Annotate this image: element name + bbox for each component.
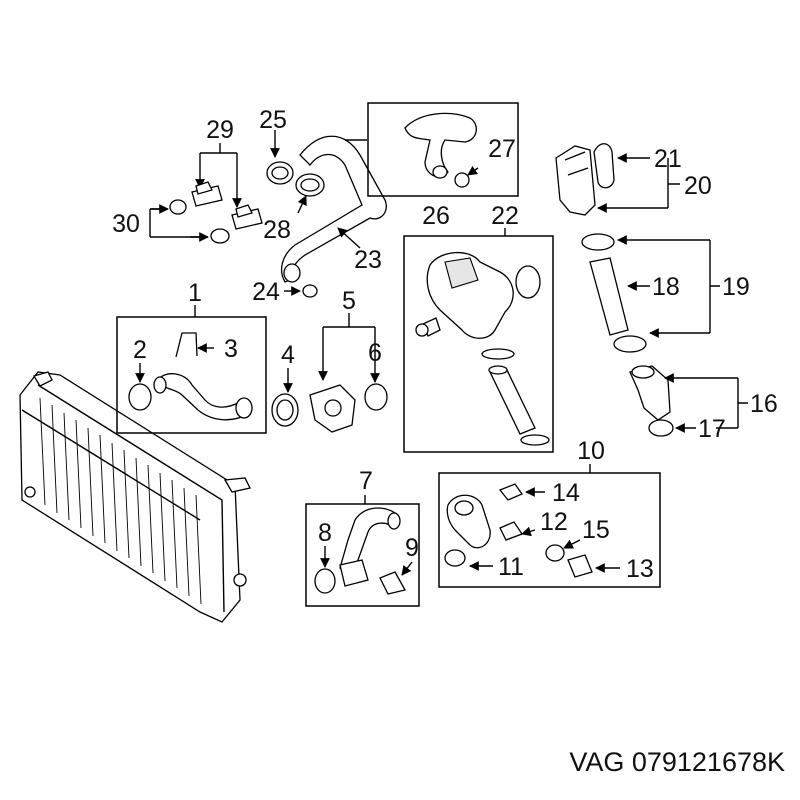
thermostat-housing-22: [403, 228, 554, 453]
callout-14: 14: [552, 479, 580, 507]
callout-12: 12: [540, 508, 568, 536]
callout-7: 7: [359, 467, 373, 495]
callout-3: 3: [224, 335, 238, 363]
callout-4: 4: [281, 341, 295, 369]
callout-20: 20: [684, 172, 712, 200]
callout-24: 24: [252, 278, 280, 306]
radiator: [19, 371, 251, 623]
callout-15: 15: [582, 516, 610, 544]
box-7: [305, 495, 420, 607]
callout-5: 5: [342, 287, 356, 315]
callout-27: 27: [488, 135, 516, 163]
group-20-21: [555, 143, 680, 216]
group-18-19: [581, 233, 720, 353]
group-5-6: [309, 313, 388, 433]
callout-30: 30: [112, 210, 140, 238]
callout-10: 10: [577, 437, 605, 465]
callout-1: 1: [188, 279, 202, 307]
callout-13: 13: [626, 555, 654, 583]
part-code-label: VAG 079121678K: [569, 747, 785, 777]
callouts: 29 25 30 28 23 24 26 27 22 21 20 18 19 1…: [112, 106, 778, 583]
callout-25: 25: [259, 106, 287, 134]
callout-26: 26: [422, 202, 450, 230]
callout-28: 28: [263, 216, 291, 244]
callout-19: 19: [722, 273, 750, 301]
callout-21: 21: [654, 145, 682, 173]
callout-16: 16: [750, 390, 778, 418]
callout-8: 8: [318, 519, 332, 547]
box-26: [345, 102, 519, 197]
coolant-hose-23: [281, 135, 387, 298]
callout-22: 22: [491, 202, 519, 230]
callout-23: 23: [354, 246, 382, 274]
hose-clamps-25-28: [266, 130, 325, 214]
callout-18: 18: [652, 273, 680, 301]
group-16-17: [629, 365, 748, 437]
callout-11: 11: [498, 553, 524, 581]
group-29-30: [149, 143, 263, 244]
box-1: [116, 305, 299, 434]
box-10: [438, 464, 661, 588]
callout-29: 29: [206, 116, 234, 144]
callout-9: 9: [405, 534, 419, 562]
callout-17: 17: [698, 415, 726, 443]
callout-6: 6: [368, 339, 382, 367]
callout-2: 2: [133, 336, 147, 364]
